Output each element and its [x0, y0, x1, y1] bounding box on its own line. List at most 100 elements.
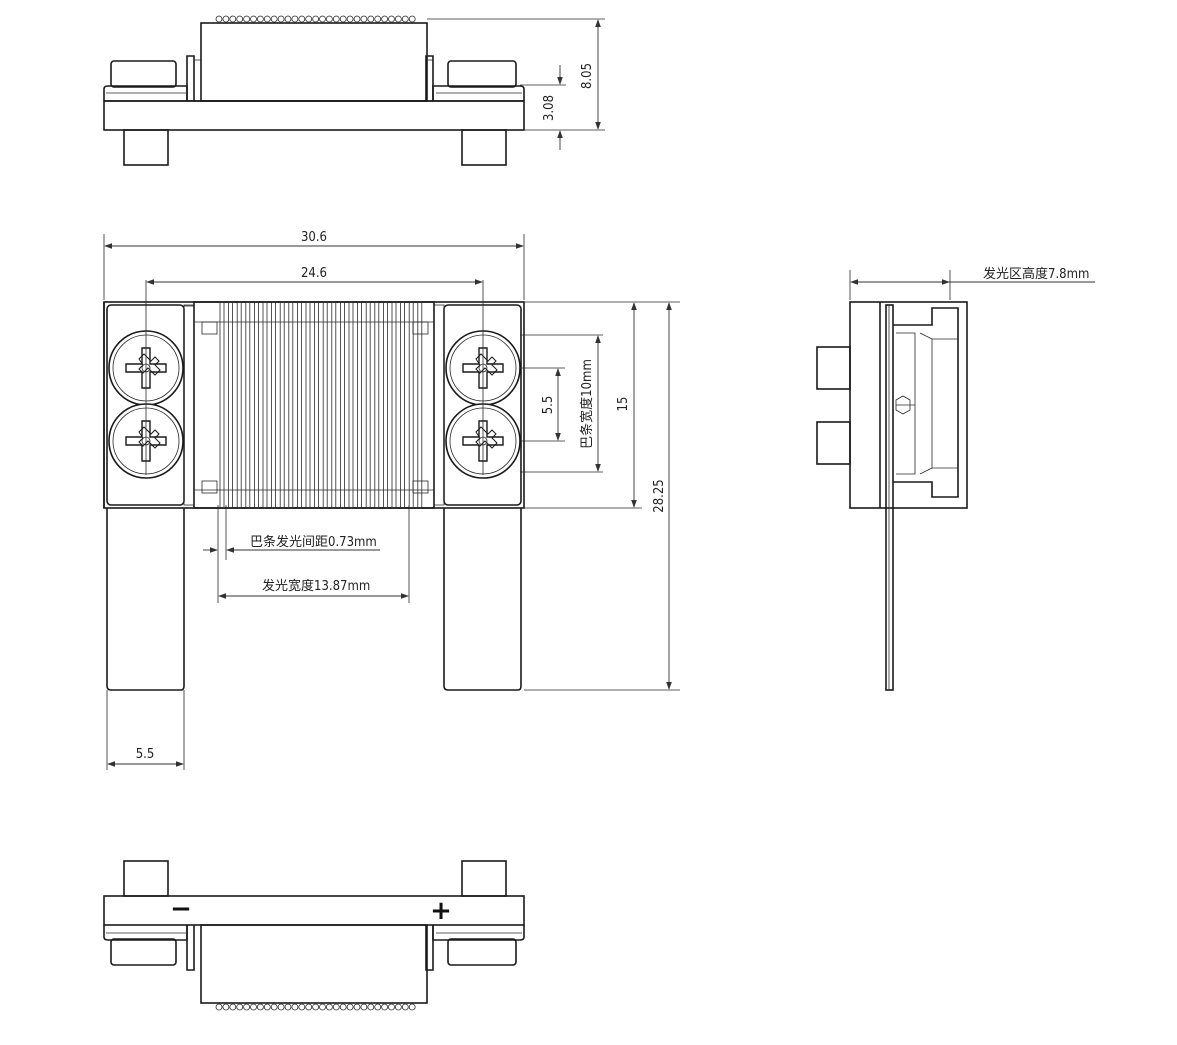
contact-bump: [319, 15, 326, 23]
contact-bump: [312, 1003, 320, 1011]
dim-block-height: 15: [616, 397, 631, 412]
contact-bump: [298, 15, 306, 23]
contact-bump: [270, 1003, 278, 1011]
cooling-fin: [245, 301, 251, 509]
dim-emit-height: 发光区高度7.8mm: [983, 266, 1089, 282]
contact-bump: [367, 15, 375, 23]
contact-bump: [270, 15, 278, 23]
contact-bump: [339, 1003, 347, 1011]
dim-top-height-total: 8.05: [580, 63, 595, 89]
side-view: 发光区高度7.8mm: [816, 266, 1095, 691]
contact-bump: [256, 1003, 264, 1011]
contact-bump: [360, 1003, 368, 1011]
cooling-fin: [374, 301, 380, 509]
contact-bump: [250, 15, 257, 23]
cooling-fin: [331, 301, 337, 509]
contact-bump: [408, 15, 416, 23]
cooling-fin: [271, 301, 277, 509]
contact-bump: [284, 15, 292, 23]
contact-bump: [367, 1003, 375, 1011]
cooling-fin: [279, 301, 285, 509]
contact-bump: [215, 15, 223, 23]
contact-bump: [305, 15, 313, 23]
contact-bump: [332, 15, 340, 23]
cooling-fin: [357, 301, 363, 509]
contact-bump: [243, 1003, 251, 1011]
contact-bump: [263, 1003, 271, 1011]
plus-sign: +: [430, 896, 452, 926]
cooling-fin: [408, 301, 414, 509]
contact-bump: [236, 1003, 244, 1011]
cooling-fin: [365, 301, 371, 509]
cooling-fin: [314, 301, 320, 509]
contact-bump: [332, 1003, 340, 1011]
contact-bump: [222, 15, 230, 23]
contact-bump: [256, 15, 264, 23]
contact-bump: [243, 15, 251, 23]
dim-top-height-base: 3.08: [542, 95, 557, 121]
dim-overall-height: 28.25: [652, 479, 667, 512]
top-view: 8.05 3.08: [103, 15, 605, 166]
bottom-view: − +: [103, 860, 525, 1011]
contact-bump: [346, 15, 354, 23]
contact-bump: [291, 1003, 299, 1011]
cooling-fin: [288, 301, 294, 509]
contact-bump: [229, 15, 237, 23]
contact-bump: [381, 1003, 389, 1011]
minus-sign: −: [170, 894, 192, 924]
contact-bump: [388, 1003, 395, 1011]
contact-bump: [298, 1003, 306, 1011]
cooling-fin: [305, 301, 311, 509]
contact-bump: [312, 15, 320, 23]
cooling-fin: [262, 301, 268, 509]
contact-bump: [401, 1003, 409, 1011]
contact-bump: [374, 15, 382, 23]
front-view: [103, 280, 525, 691]
contact-bump: [325, 15, 333, 23]
contact-bump: [353, 1003, 361, 1011]
contact-bump: [291, 15, 299, 23]
contact-bump: [284, 1003, 292, 1011]
contact-bump: [408, 1003, 416, 1011]
dim-bar-pitch: 巴条发光间距0.73mm: [250, 534, 377, 550]
cooling-fin: [348, 301, 354, 509]
contact-bump: [360, 15, 368, 23]
dim-screw-spacing: 5.5: [541, 396, 556, 415]
contact-bump: [394, 15, 402, 23]
contact-bump: [263, 15, 271, 23]
contact-bump: [401, 15, 409, 23]
contact-bump: [250, 1003, 257, 1011]
cooling-fin: [339, 301, 345, 509]
cooling-fin: [400, 301, 406, 509]
contact-bump: [388, 15, 395, 23]
cooling-fin: [296, 301, 302, 509]
contact-bump: [236, 15, 244, 23]
dim-tab-width: 5.5: [136, 747, 155, 762]
cooling-fin: [228, 301, 234, 509]
contact-bump: [339, 15, 347, 23]
contact-bump: [374, 1003, 382, 1011]
dim-overall-width: 30.6: [301, 230, 327, 245]
cooling-fin: [219, 301, 225, 509]
contact-bump: [215, 1003, 223, 1011]
cooling-fin: [322, 301, 328, 509]
contact-bump: [353, 15, 361, 23]
contact-bump: [277, 15, 285, 23]
contact-bump: [319, 1003, 326, 1011]
dim-screw-pitch: 24.6: [301, 266, 327, 281]
contact-bump: [229, 1003, 237, 1011]
cooling-fin: [417, 301, 423, 509]
contact-bump: [222, 1003, 230, 1011]
cooling-fin: [391, 301, 397, 509]
contact-bump: [325, 1003, 333, 1011]
cooling-fin: [253, 301, 259, 509]
contact-bump: [277, 1003, 285, 1011]
contact-bump: [381, 15, 389, 23]
front-dimensions: 30.6 24.6 5.5 巴条宽度10mm 15 28.25 巴条发光间距0.…: [103, 230, 680, 770]
contact-bump: [346, 1003, 354, 1011]
dim-emit-width: 发光宽度13.87mm: [262, 578, 370, 594]
cooling-fin: [236, 301, 242, 509]
contact-bump: [394, 1003, 402, 1011]
contact-bump: [305, 1003, 313, 1011]
cooling-fin: [382, 301, 388, 509]
